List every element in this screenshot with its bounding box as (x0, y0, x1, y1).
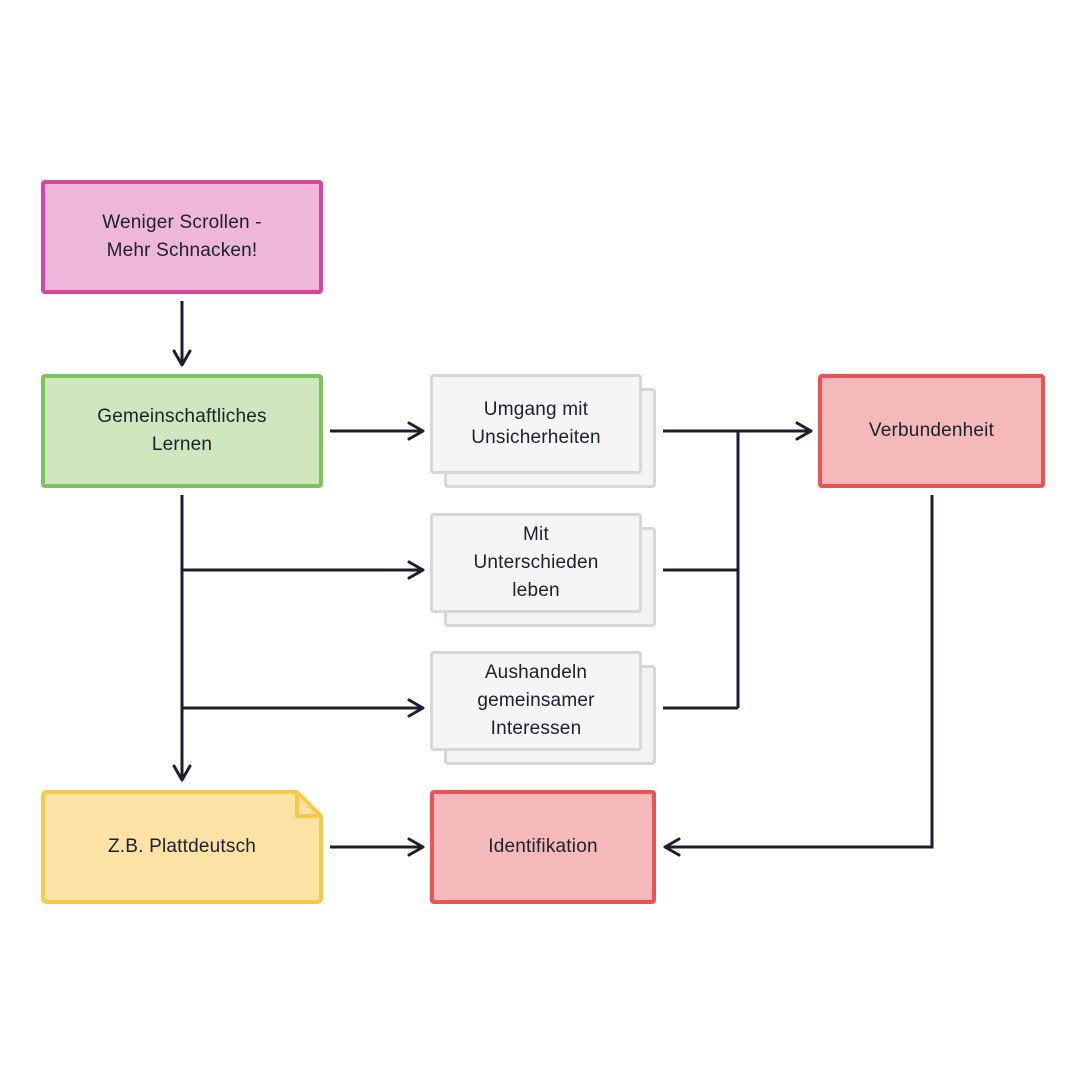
node-umgang-label: Umgang mit Unsicherheiten (471, 399, 601, 448)
node-identifikation: Identifikation (430, 790, 656, 904)
node-verbundenheit: Verbundenheit (818, 374, 1045, 488)
node-weniger-scrollen: Weniger Scrollen - Mehr Schnacken! (41, 180, 323, 294)
node-unterschiede-stack: Mit Unterschieden leben (430, 513, 656, 627)
node-aushandeln: Aushandeln gemeinsamer Interessen (430, 651, 642, 751)
node-aushandeln-label: Aushandeln gemeinsamer Interessen (477, 662, 595, 739)
note-shape (41, 790, 323, 904)
node-aushandeln-stack: Aushandeln gemeinsamer Interessen (430, 651, 656, 765)
node-identifikation-label: Identifikation (488, 836, 598, 857)
node-plattdeutsch-label: Z.B. Plattdeutsch (107, 836, 257, 857)
node-weniger-scrollen-label: Weniger Scrollen - Mehr Schnacken! (102, 212, 262, 261)
node-gemeinschaftliches-lernen-label: Gemeinschaftliches Lernen (97, 406, 267, 455)
node-umgang: Umgang mit Unsicherheiten (430, 374, 642, 474)
node-verbundenheit-label: Verbundenheit (868, 420, 995, 441)
node-plattdeutsch: Z.B. Plattdeutsch (41, 790, 323, 904)
node-umgang-stack: Umgang mit Unsicherheiten (430, 374, 656, 488)
node-unterschiede: Mit Unterschieden leben (430, 513, 642, 613)
node-unterschiede-label: Mit Unterschieden leben (473, 524, 599, 601)
node-gemeinschaftliches-lernen: Gemeinschaftliches Lernen (41, 374, 323, 488)
arrow-verbundenheit-to-identifikation (663, 495, 934, 857)
